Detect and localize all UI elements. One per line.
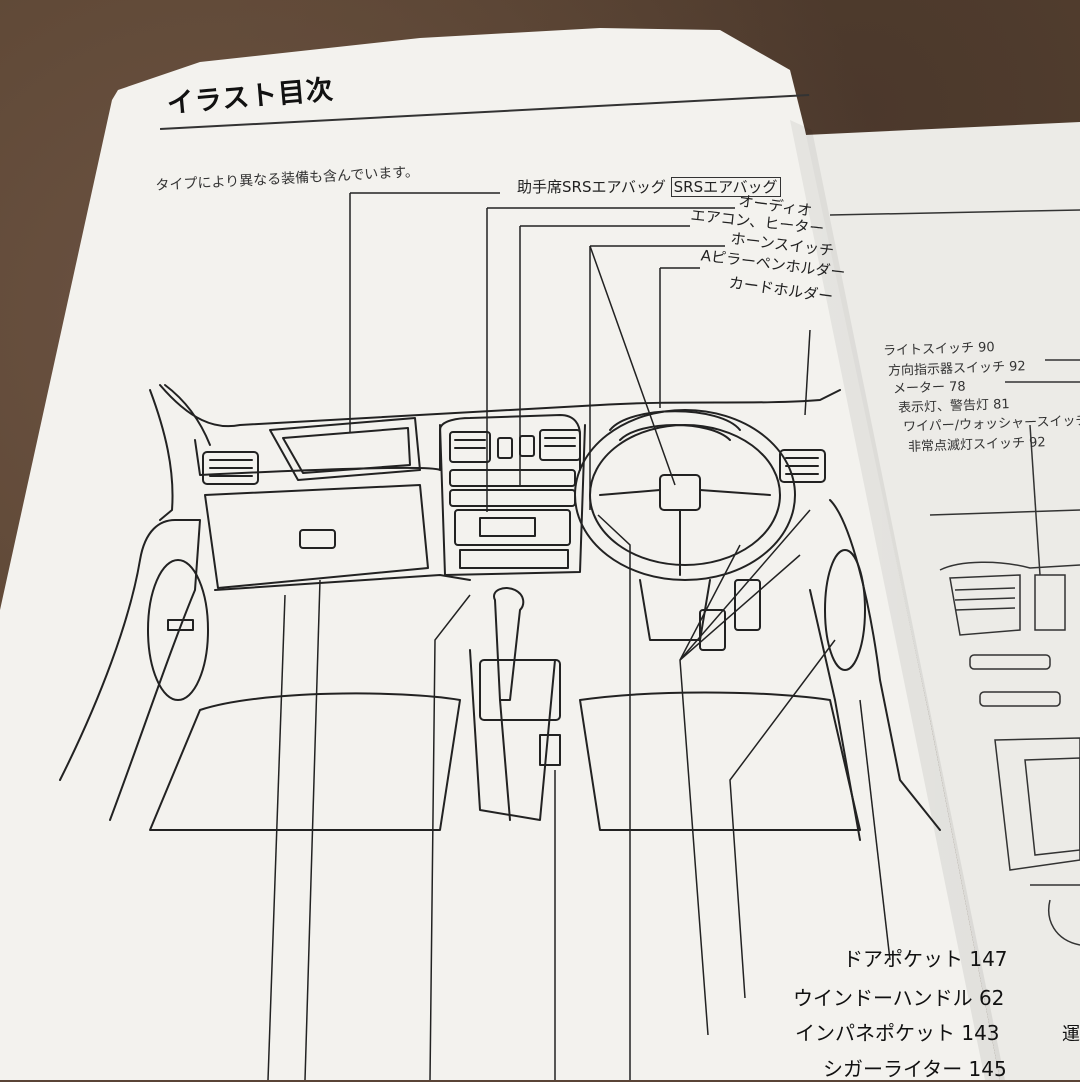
label-cigar-lighter: シガーライター 145 xyxy=(823,1057,1007,1081)
label-door-pocket: ドアポケット 147 xyxy=(843,947,1008,971)
label-passenger-airbag: 助手席SRSエアバッグ SRSエアバッグ xyxy=(517,176,781,197)
srs-airbag-box: SRSエアバッグ xyxy=(670,177,781,197)
label-light-switch: ライトスイッチ 90 xyxy=(882,340,995,359)
label-window-handle: ウインドーハンドル 62 xyxy=(793,986,1005,1010)
right-page-cut-text: 運 xyxy=(1062,1024,1080,1045)
label-passenger-airbag-text: 助手席SRSエアバッグ xyxy=(517,178,666,196)
label-meter: メーター 78 xyxy=(892,379,966,397)
label-instrument-panel-pocket: インパネポケット 143 xyxy=(795,1021,1000,1045)
